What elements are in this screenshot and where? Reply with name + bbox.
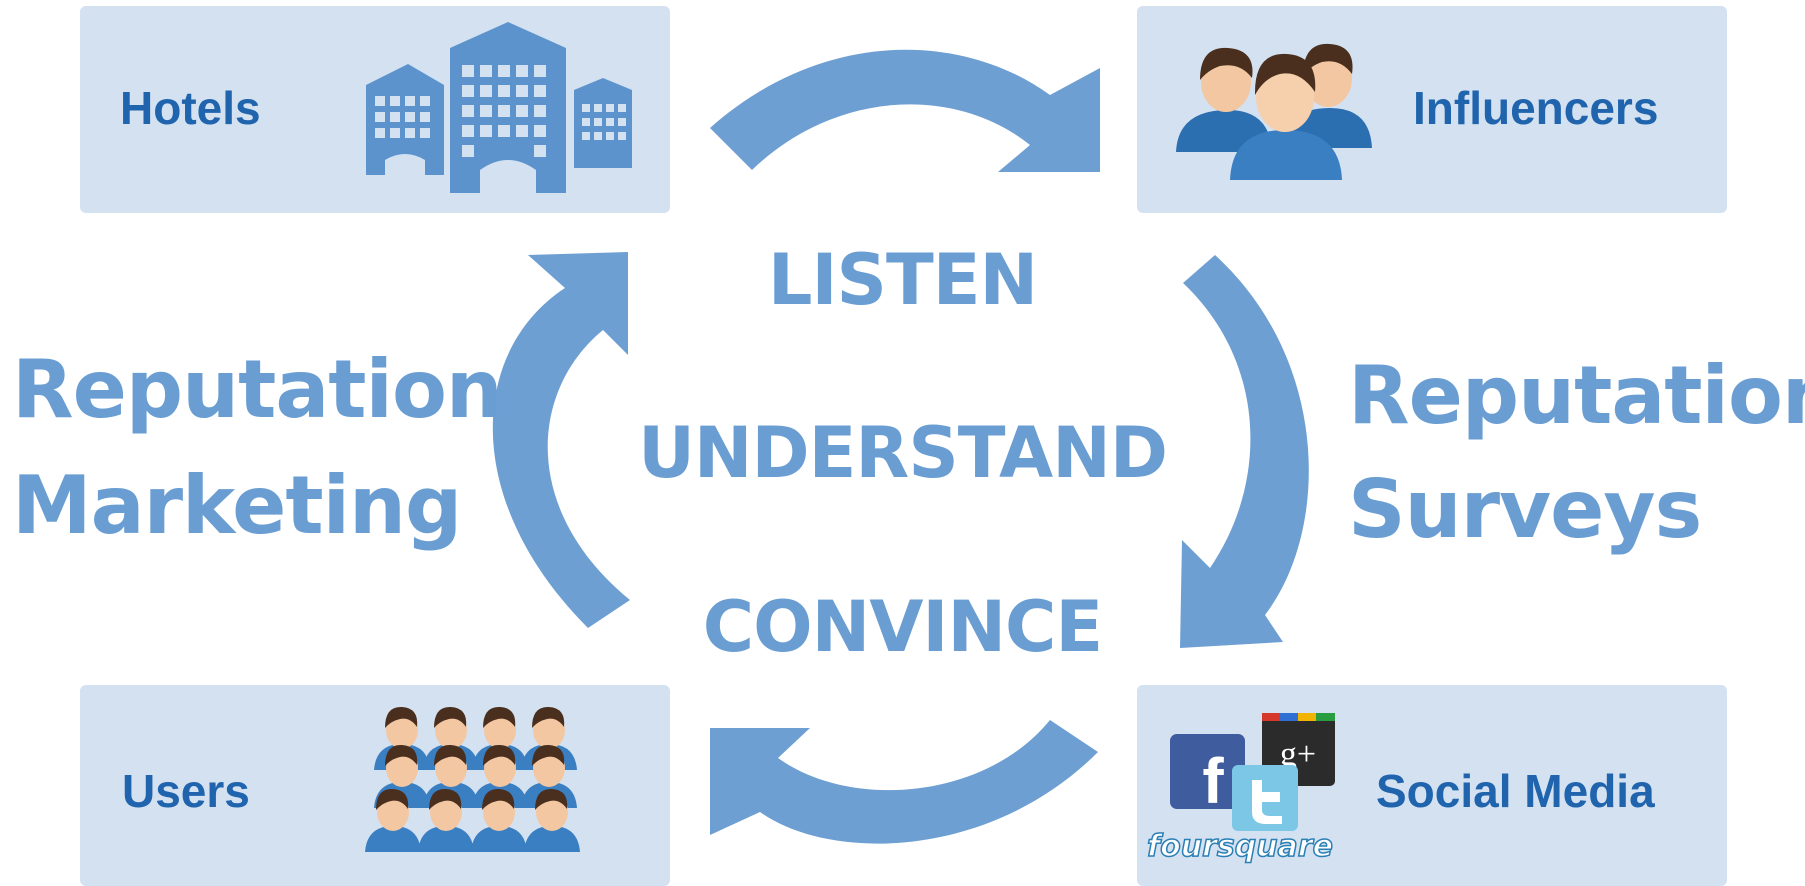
right-label-line2: Surveys bbox=[1348, 463, 1702, 556]
arrow-top bbox=[710, 49, 1100, 172]
arrow-left bbox=[492, 252, 630, 628]
left-label-line2: Marketing bbox=[12, 459, 462, 552]
users-box bbox=[80, 685, 670, 886]
users-label: Users bbox=[122, 765, 250, 817]
twitter-icon bbox=[1232, 765, 1298, 831]
social-media-label: Social Media bbox=[1376, 765, 1655, 817]
influencers-label: Influencers bbox=[1413, 82, 1659, 134]
arrow-bottom bbox=[710, 720, 1098, 844]
foursquare-text: foursquare bbox=[1147, 829, 1333, 864]
arrow-right bbox=[1180, 255, 1309, 648]
center-word-understand: UNDERSTAND bbox=[638, 412, 1168, 494]
center-word-convince: CONVINCE bbox=[702, 586, 1103, 668]
hotels-label: Hotels bbox=[120, 82, 261, 134]
center-word-listen: LISTEN bbox=[767, 239, 1038, 321]
facebook-text: f bbox=[1202, 745, 1224, 817]
right-label-line1: Reputation bbox=[1348, 349, 1805, 442]
facebook-icon: f bbox=[1170, 734, 1245, 817]
left-label-line1: Reputation bbox=[12, 343, 503, 436]
